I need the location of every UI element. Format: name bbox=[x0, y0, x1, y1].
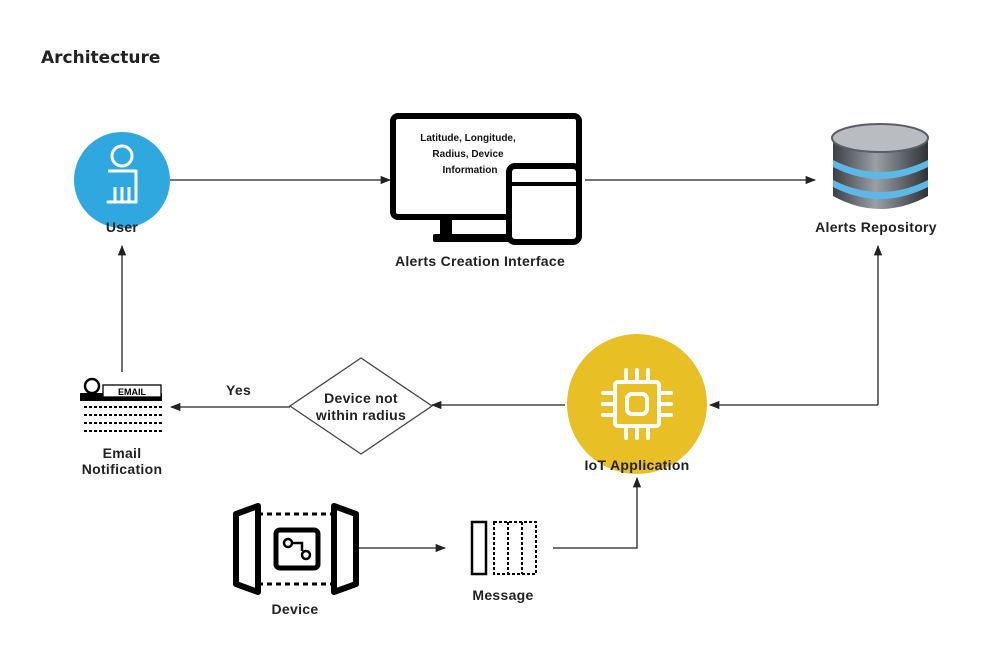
user-node: User bbox=[74, 132, 170, 235]
iot-label: IoT Application bbox=[584, 457, 689, 473]
device-label: Device bbox=[272, 601, 319, 617]
interface-screen-line-2: Radius, Device bbox=[432, 149, 504, 160]
database-icon bbox=[831, 123, 929, 209]
decision-node: Device not within radius bbox=[288, 357, 434, 455]
page-title: Architecture bbox=[41, 48, 161, 68]
decision-diamond bbox=[288, 357, 434, 455]
chip-icon bbox=[567, 334, 707, 474]
interface-screen-line-3: Information bbox=[443, 165, 498, 176]
email-label-line-1: Email bbox=[103, 445, 142, 461]
edge-label-yes: Yes bbox=[226, 382, 251, 398]
monitor-and-phone-icon bbox=[390, 113, 582, 245]
user-label: User bbox=[106, 219, 139, 235]
interface-label: Alerts Creation Interface bbox=[395, 253, 565, 269]
message-queue-icon bbox=[470, 520, 537, 576]
device-icon bbox=[233, 503, 359, 595]
decision-line-2: within radius bbox=[315, 407, 406, 423]
iot-node: IoT Application bbox=[567, 334, 707, 474]
email-node: EMAIL Email Notification bbox=[80, 377, 163, 477]
email-badge: EMAIL bbox=[118, 387, 147, 397]
email-notification-icon bbox=[80, 377, 162, 432]
edge-message-to-iot bbox=[553, 476, 642, 549]
repository-node: Alerts Repository bbox=[815, 123, 937, 235]
decision-line-1: Device not bbox=[324, 390, 398, 406]
interface-screen-line-1: Latitude, Longitude, bbox=[420, 133, 516, 144]
repository-label: Alerts Repository bbox=[815, 219, 937, 235]
interface-node: Latitude, Longitude, Radius, Device Info… bbox=[390, 113, 582, 269]
device-node: Device bbox=[233, 503, 359, 617]
user-icon bbox=[74, 132, 170, 228]
email-label-line-2: Notification bbox=[82, 461, 163, 477]
message-node: Message bbox=[470, 520, 537, 603]
message-label: Message bbox=[472, 587, 533, 603]
